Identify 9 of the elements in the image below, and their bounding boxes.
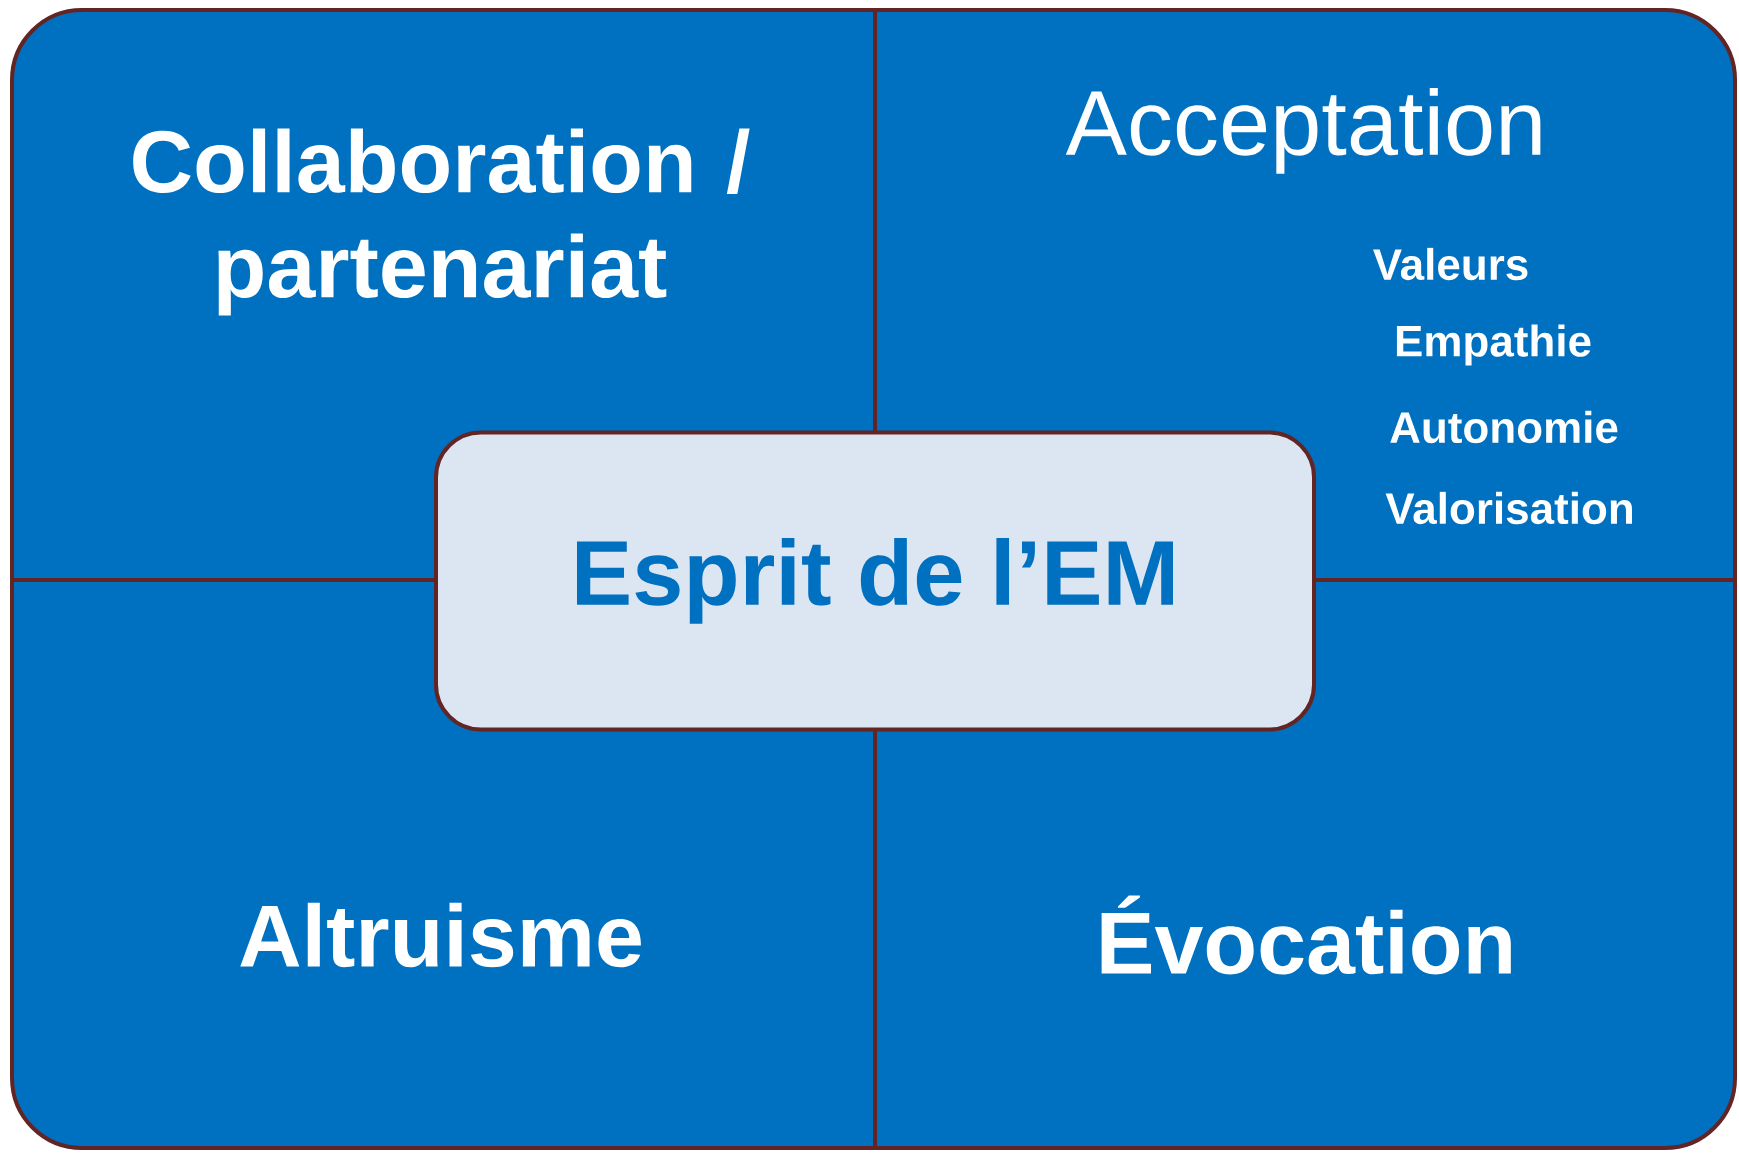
list-item: Empathie [1396, 324, 1591, 366]
list-item: Valeurs [1373, 247, 1528, 281]
heading: Altruisme [240, 902, 641, 968]
list-item: Valorisation [1385, 491, 1632, 525]
list-item: Autonomie [1390, 410, 1618, 444]
center-box: Esprit de l’EM [434, 430, 1316, 732]
heading: Acceptation [1065, 88, 1541, 174]
heading: Collaboration / partenariat [133, 128, 750, 316]
heading: Évocation [1101, 895, 1511, 975]
